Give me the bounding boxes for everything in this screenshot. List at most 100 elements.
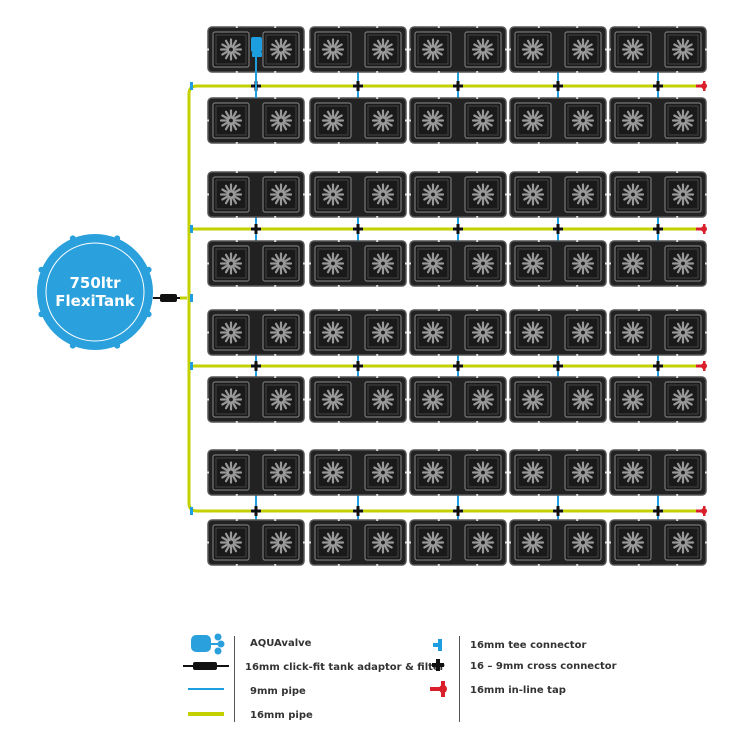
tank-adaptor-filter-icon [183,662,229,670]
cross-connector [453,361,463,371]
tray [309,97,407,144]
tray [207,449,305,496]
tray-pot [464,176,502,213]
tray [609,449,707,496]
tray [509,26,607,73]
tray-pot [664,245,702,282]
aquavalve [251,37,262,98]
tray-pot [314,102,352,139]
tray-pot [664,176,702,213]
tray-pot [262,176,300,213]
tray-pot [614,245,652,282]
tray-pot [212,31,250,68]
cross-connector [251,224,261,234]
tray [509,97,607,144]
tray [207,519,305,566]
legend-label-inline-tap: 16mm in-line tap [470,685,566,696]
tray-pot [464,314,502,351]
legend-label-tee-connector: 16mm tee connector [470,640,587,651]
tray-pot [364,314,402,351]
tray-pot [514,454,552,491]
tank-body [37,234,153,350]
tray [509,171,607,218]
cross-connector [553,81,563,91]
tray-pot [314,314,352,351]
tee-connector-icon [433,639,442,651]
tray-pot [262,245,300,282]
tray-grid [207,26,707,566]
tray [609,519,707,566]
tray [207,309,305,356]
flexitank: 750ltr FlexiTank [37,234,153,350]
tray [309,171,407,218]
tray-pot [212,176,250,213]
tee-connector [190,82,193,90]
tray-pot [364,524,402,561]
tray [309,309,407,356]
tray-pot [564,381,602,418]
tray [409,309,507,356]
tank-knob [38,311,45,318]
tray [409,97,507,144]
tray-pot [414,31,452,68]
cross-connector [453,224,463,234]
tray [609,171,707,218]
tray-pot [262,454,300,491]
cross-connector [653,361,663,371]
tray-pot [314,381,352,418]
tray-pot [664,524,702,561]
tray [207,97,305,144]
tray-pot [414,454,452,491]
tee-connector [190,294,193,302]
tray [409,171,507,218]
tray-pot [314,524,352,561]
tray-pot [664,102,702,139]
tray [207,171,305,218]
16mm-pipe-network [187,84,702,513]
tray-pot [514,176,552,213]
tank-label-line2: FlexiTank [55,292,135,310]
tray [409,519,507,566]
tray-pot [564,524,602,561]
tray-pot [614,102,652,139]
inline-tap [696,81,707,91]
tank-knob [69,342,76,349]
cross-connector [553,506,563,516]
tray-pot [212,314,250,351]
tray-pot [314,454,352,491]
cross-connector [353,81,363,91]
cross-connector [553,361,563,371]
cross-connector [653,224,663,234]
tray-pot [314,245,352,282]
legend-label-cross-connector: 16 – 9mm cross connector [470,661,617,672]
tray [609,376,707,423]
tank-knob [145,311,152,318]
tray-pot [212,245,250,282]
inline-tap [696,361,707,371]
tray-pot [364,381,402,418]
tray-pot [464,31,502,68]
tray [207,376,305,423]
tray-pot [414,381,452,418]
tray [207,240,305,287]
tray-pot [564,314,602,351]
tray [309,376,407,423]
tee-connector [190,362,193,370]
tray-pot [464,245,502,282]
legend-label-9mm-pipe: 9mm pipe [250,686,306,697]
aquavalve-icon [191,633,225,655]
tray-pot [464,454,502,491]
tray [409,240,507,287]
tray-pot [414,524,452,561]
tray-pot [314,31,352,68]
tray [309,519,407,566]
tray-pot [664,314,702,351]
tray [509,376,607,423]
tray [609,97,707,144]
tray [509,309,607,356]
tray-pot [614,314,652,351]
tray-pot [364,245,402,282]
tray [309,26,407,73]
tray-pot [614,31,652,68]
tray-pot [364,102,402,139]
